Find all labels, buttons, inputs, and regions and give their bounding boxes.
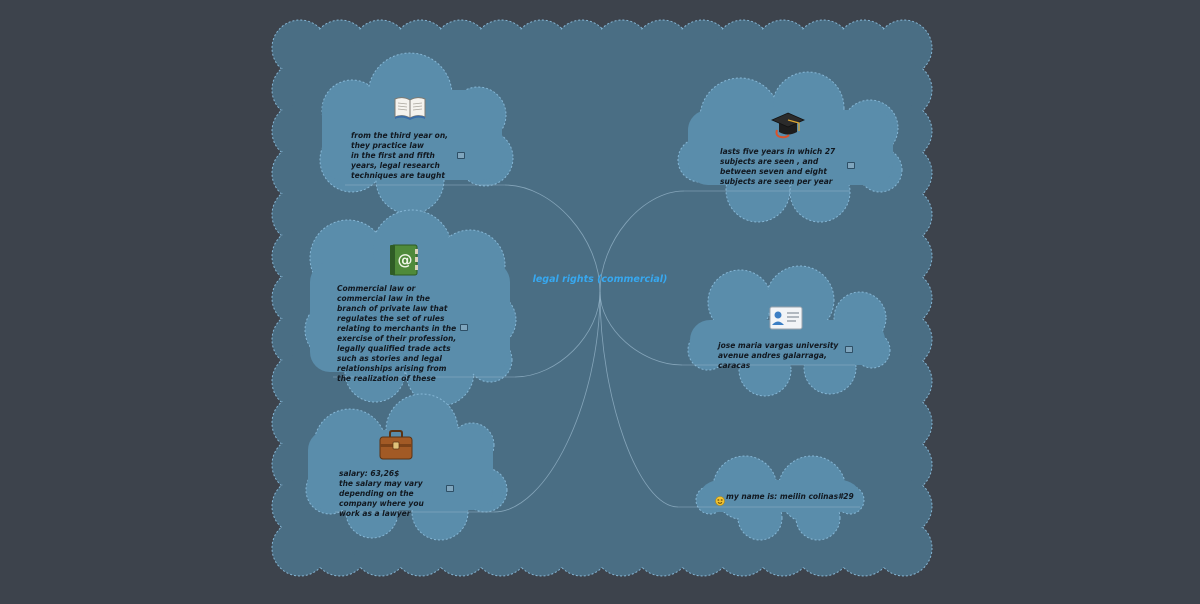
note-icon[interactable]: [446, 485, 454, 492]
open-book-icon: [393, 95, 427, 121]
connector-line: [493, 291, 601, 513]
node-text-author[interactable]: my name is: meilin colinas#29: [726, 492, 854, 501]
graduation-cap-icon: [771, 110, 805, 140]
note-icon[interactable]: [847, 162, 855, 169]
note-icon[interactable]: [460, 324, 468, 331]
node-text-salary[interactable]: salary: 63,26$ the salary may vary depen…: [339, 469, 424, 518]
note-icon[interactable]: [457, 152, 465, 159]
connector-line: [504, 184, 601, 293]
svg-text:@: @: [398, 251, 413, 269]
node-text-practice[interactable]: from the third year on, they practice la…: [351, 131, 449, 180]
node-text-university[interactable]: jose maria vargas university avenue andr…: [718, 341, 839, 370]
connector-line: [599, 291, 679, 508]
connector-lines: [493, 184, 685, 513]
node-text-duration[interactable]: lasts five years in which 27 subjects ar…: [720, 147, 836, 186]
node-text-definition[interactable]: Commercial law or commercial law in the …: [337, 284, 457, 383]
id-card-icon: [769, 306, 803, 330]
node-underlines: [333, 184, 860, 513]
emoji-face-icon: [715, 491, 725, 506]
briefcase-icon: [379, 430, 413, 460]
connector-line: [514, 291, 601, 378]
address-book-icon: @: [389, 244, 419, 276]
connector-line: [599, 291, 683, 366]
node-cloud-body: [310, 262, 510, 372]
connector-line: [599, 190, 685, 293]
note-icon[interactable]: [845, 346, 853, 353]
node-cloud-body: [700, 480, 860, 512]
node-cloud-body: [688, 110, 893, 185]
central-topic[interactable]: legal rights (commercial): [532, 274, 668, 285]
node-cloud-fill: [709, 271, 771, 333]
node-cloud-body: [690, 320, 885, 365]
